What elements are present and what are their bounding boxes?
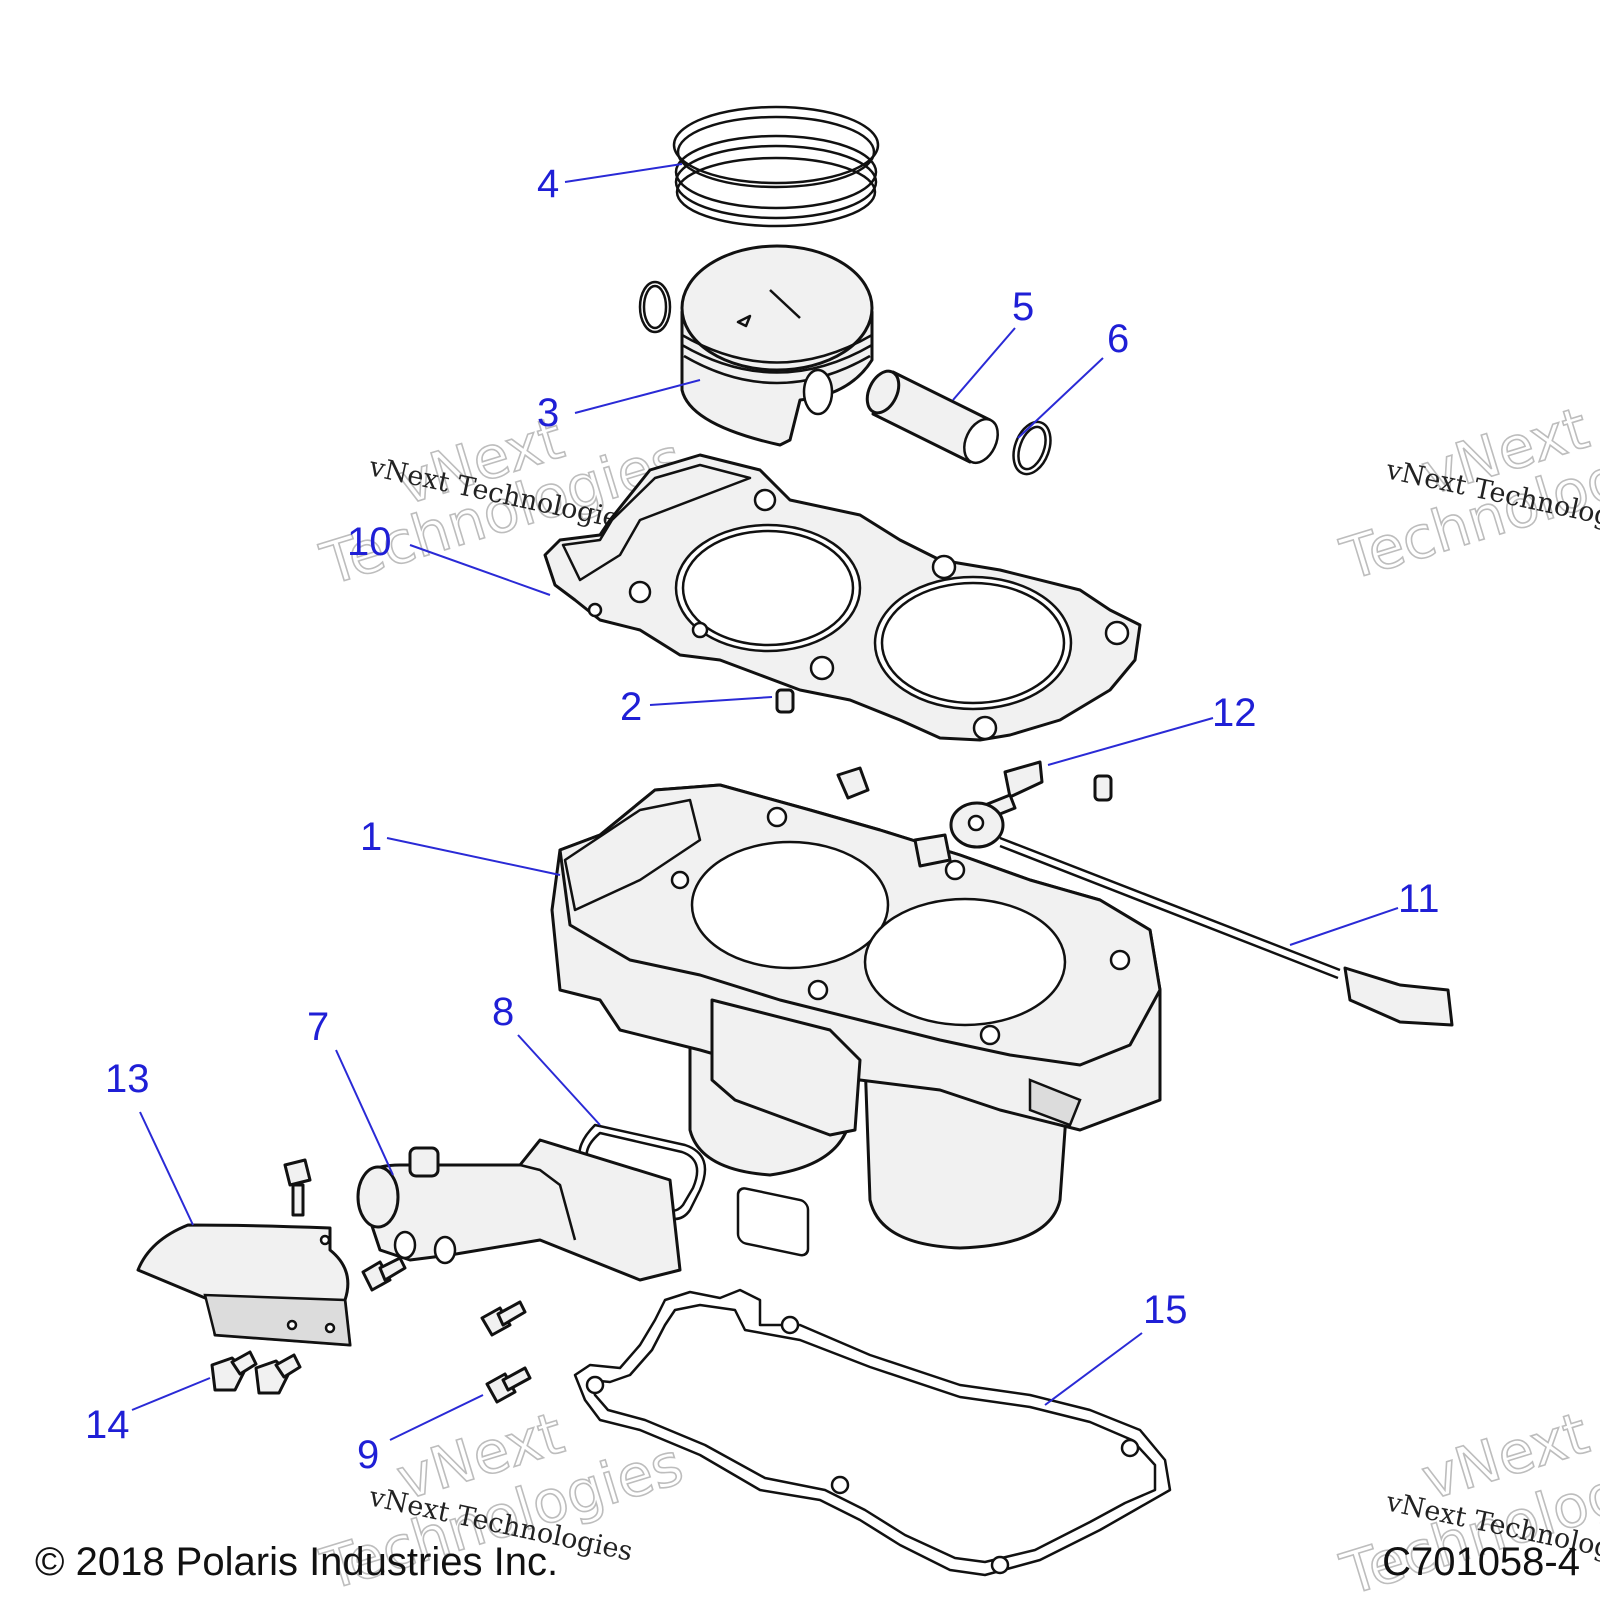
figure-id: C701058-4 <box>1382 1540 1580 1584</box>
leader-lines <box>131 163 1399 1441</box>
copyright-text: © 2018 Polaris Industries Inc. <box>35 1540 558 1584</box>
piston-pin <box>865 369 999 465</box>
callout-7: 7 <box>307 1005 329 1049</box>
callout-5: 5 <box>1012 285 1034 329</box>
callout-labels: 1 2 3 4 5 6 7 8 9 10 11 12 13 14 15 <box>85 162 1440 1477</box>
callout-9: 9 <box>357 1433 379 1477</box>
callout-4: 4 <box>537 162 559 206</box>
callout-2: 2 <box>620 685 642 729</box>
callout-12: 12 <box>1212 691 1257 735</box>
heat-shield <box>136 1223 352 1347</box>
callout-1: 1 <box>360 815 382 859</box>
water-outlet <box>356 1138 682 1282</box>
bolts-group-9 <box>283 1158 532 1404</box>
cylinder-block <box>550 766 1162 1257</box>
circlip <box>1012 420 1052 476</box>
callout-14: 14 <box>85 1403 130 1447</box>
piston <box>638 244 874 447</box>
callout-11: 11 <box>1398 877 1440 921</box>
watermark-top-right: Technologies vNext vNext Technologies <box>1332 393 1600 594</box>
piston-rings <box>672 105 880 228</box>
callout-10: 10 <box>347 520 392 564</box>
bolt-and-dowel <box>983 760 1113 820</box>
knock-sensor <box>949 801 1454 1027</box>
callout-3: 3 <box>537 391 559 435</box>
flange-nuts <box>210 1350 302 1395</box>
dowel-pin <box>775 688 795 714</box>
callout-15: 15 <box>1143 1288 1188 1332</box>
callout-13: 13 <box>105 1057 150 1101</box>
base-gasket <box>573 1288 1172 1577</box>
callout-6: 6 <box>1107 317 1129 361</box>
head-gasket <box>543 453 1142 742</box>
callout-8: 8 <box>492 990 514 1034</box>
